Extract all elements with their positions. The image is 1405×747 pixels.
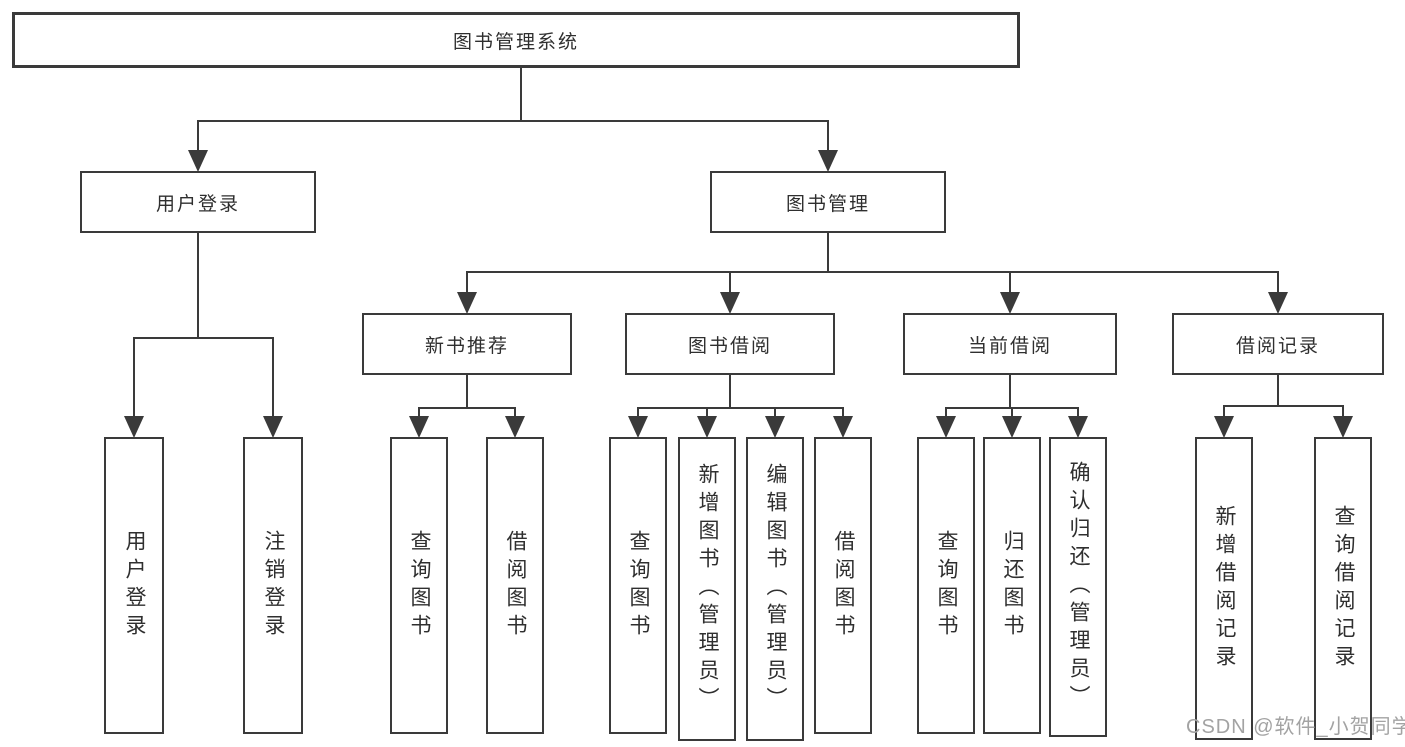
node-leaf-edit-books-admin: 编辑图书（管理员） bbox=[746, 437, 804, 741]
connector-line bbox=[945, 375, 1079, 409]
node-leaf-add-books-admin: 新增图书（管理员） bbox=[678, 437, 736, 741]
node-user-login-group: 用户登录 bbox=[80, 171, 316, 233]
node-leaf-confirm-return-admin: 确认归还（管理员） bbox=[1049, 437, 1107, 737]
node-label: 用户登录 bbox=[123, 529, 146, 642]
node-leaf-add-borrow-record: 新增借阅记录 bbox=[1195, 437, 1253, 740]
node-label: 归还图书 bbox=[1001, 529, 1024, 642]
node-label: 新增图书（管理员） bbox=[696, 463, 719, 715]
node-leaf-user-login: 用户登录 bbox=[104, 437, 164, 734]
node-leaf-return-books: 归还图书 bbox=[983, 437, 1041, 734]
node-label: 借阅图书 bbox=[504, 529, 527, 642]
node-leaf-query-borrow-record: 查询借阅记录 bbox=[1314, 437, 1372, 740]
node-label: 查询图书 bbox=[408, 529, 431, 642]
node-label: 查询图书 bbox=[935, 529, 958, 642]
node-label: 新书推荐 bbox=[424, 335, 509, 357]
node-book-borrow: 图书借阅 bbox=[625, 313, 835, 375]
node-label: 注销登录 bbox=[262, 529, 285, 642]
node-new-book-recommend: 新书推荐 bbox=[362, 313, 572, 375]
csdn-watermark: CSDN @软件_小贺同学 bbox=[1186, 716, 1405, 738]
node-current-borrow: 当前借阅 bbox=[903, 313, 1117, 375]
node-leaf-query-books-2: 查询图书 bbox=[609, 437, 667, 734]
node-leaf-query-books-3: 查询图书 bbox=[917, 437, 975, 734]
connector-line bbox=[418, 375, 516, 409]
node-label: 用户登录 bbox=[155, 193, 240, 215]
node-leaf-query-books-1: 查询图书 bbox=[390, 437, 448, 734]
node-label: 借阅图书 bbox=[832, 529, 855, 642]
node-label: 图书管理系统 bbox=[452, 31, 579, 53]
node-leaf-borrow-books-1: 借阅图书 bbox=[486, 437, 544, 734]
connector-line bbox=[133, 233, 274, 339]
node-label: 图书管理 bbox=[785, 193, 870, 215]
node-library-system: 图书管理系统 bbox=[12, 12, 1020, 68]
node-label: 当前借阅 bbox=[967, 335, 1052, 357]
node-label: 查询图书 bbox=[627, 529, 650, 642]
node-book-management: 图书管理 bbox=[710, 171, 946, 233]
node-label: 查询借阅记录 bbox=[1332, 504, 1355, 673]
node-leaf-logout: 注销登录 bbox=[243, 437, 303, 734]
node-borrow-records: 借阅记录 bbox=[1172, 313, 1384, 375]
connector-arrows bbox=[124, 120, 1353, 438]
connector-line bbox=[466, 233, 1279, 273]
node-label: 新增借阅记录 bbox=[1213, 504, 1236, 673]
node-leaf-borrow-books-2: 借阅图书 bbox=[814, 437, 872, 734]
node-label: 编辑图书（管理员） bbox=[764, 463, 787, 715]
connector-line bbox=[197, 68, 829, 122]
connector-line bbox=[1223, 375, 1344, 407]
node-label: 借阅记录 bbox=[1235, 335, 1320, 357]
node-label: 确认归还（管理员） bbox=[1067, 461, 1090, 713]
node-label: 图书借阅 bbox=[687, 335, 772, 357]
connector-line bbox=[637, 375, 844, 409]
